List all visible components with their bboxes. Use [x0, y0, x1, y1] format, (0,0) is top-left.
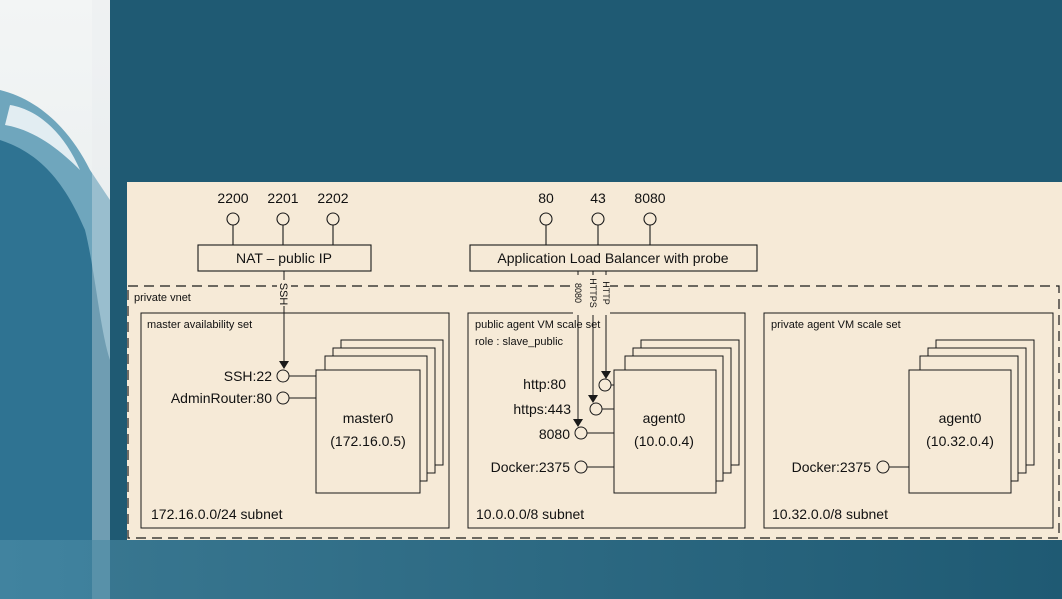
public-port-label: http:80: [523, 376, 566, 392]
lb-port-label: 8080: [634, 190, 665, 206]
lb-port-icon: [540, 213, 552, 225]
master-port-label: AdminRouter:80: [171, 390, 272, 406]
private-port-label: Docker:2375: [792, 459, 872, 475]
http-port-icon: [599, 379, 611, 391]
lb-port-icon: [644, 213, 656, 225]
nat-label: NAT – public IP: [236, 250, 332, 266]
nat-port-label: 2201: [267, 190, 298, 206]
lb-port-icon: [592, 213, 604, 225]
private-agent-vm-box: [909, 370, 1011, 493]
nat-port-label: 2202: [317, 190, 348, 206]
private-agent-vm-name: agent0: [939, 410, 982, 426]
public-agent-vm-name: agent0: [643, 410, 686, 426]
public-port-label: https:443: [513, 401, 571, 417]
private-agent-set-title: private agent VM scale set: [771, 319, 901, 331]
lb-link-label: 8080: [573, 283, 583, 303]
master-vm-ip: (172.16.0.5): [330, 433, 406, 449]
public-port-label: 8080: [539, 426, 570, 442]
private-subnet-label: 10.32.0.0/8 subnet: [772, 506, 888, 522]
nat-port-icon: [277, 213, 289, 225]
public-agent-vm-ip: (10.0.0.4): [634, 433, 694, 449]
lb-link-label: HTTP: [601, 281, 611, 305]
lb-port-label: 43: [590, 190, 606, 206]
public-agent-set-title: public agent VM scale set: [475, 319, 600, 331]
public-subnet-label: 10.0.0.0/8 subnet: [476, 506, 584, 522]
public-port-label: Docker:2375: [491, 459, 571, 475]
docker-port-icon: [575, 461, 587, 473]
https-port-icon: [590, 403, 602, 415]
master-vm-name: master0: [343, 410, 394, 426]
adminrouter-port-icon: [277, 392, 289, 404]
master-vm-box: [316, 370, 420, 493]
master-port-label: SSH:22: [224, 368, 272, 384]
master-set-title: master availability set: [147, 319, 252, 331]
public-agent-role: role : slave_public: [475, 336, 564, 348]
lb-port-label: 80: [538, 190, 554, 206]
private-agent-vm-ip: (10.32.0.4): [926, 433, 994, 449]
load-balancer-label: Application Load Balancer with probe: [497, 250, 728, 266]
port-8080-icon: [575, 427, 587, 439]
master-subnet-label: 172.16.0.0/24 subnet: [151, 506, 283, 522]
nat-port-label: 2200: [217, 190, 248, 206]
nat-port-icon: [327, 213, 339, 225]
public-agent-vm-box: [614, 370, 716, 493]
ssh-port-icon: [277, 370, 289, 382]
ssh-link-label: SSH: [277, 283, 289, 306]
lb-link-label: HTTPS: [588, 278, 598, 308]
nat-port-icon: [227, 213, 239, 225]
private-vnet-label: private vnet: [134, 292, 191, 304]
docker-port-icon: [877, 461, 889, 473]
